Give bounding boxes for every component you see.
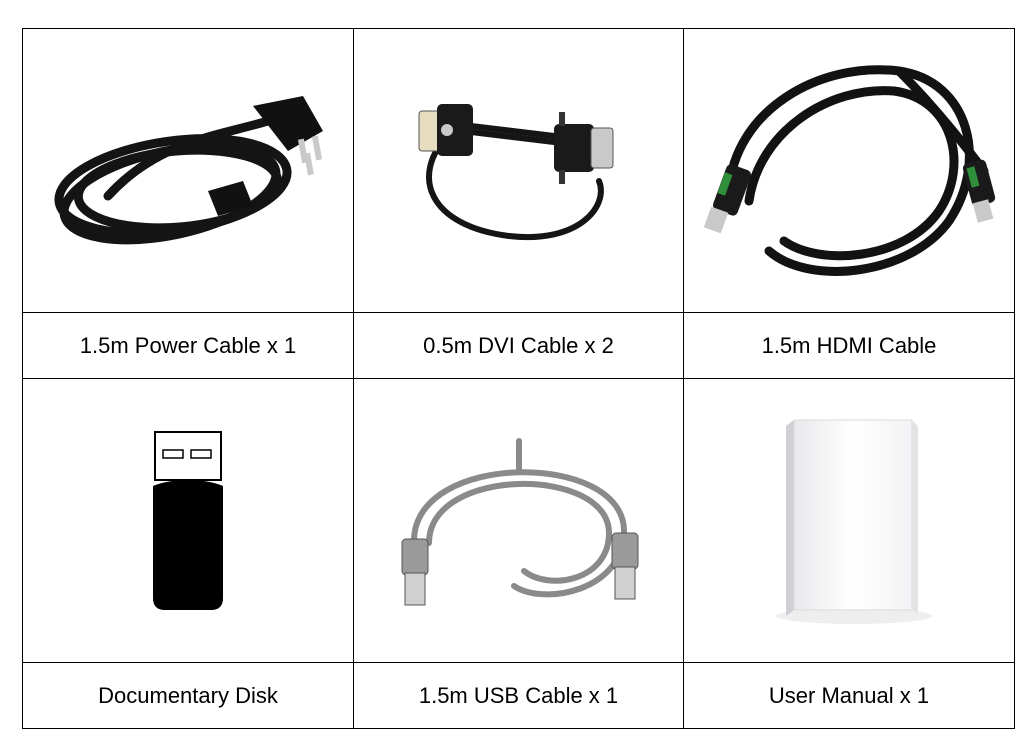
dvi-cable-cell	[353, 28, 684, 313]
power-cable-cell	[22, 28, 354, 313]
caption-row-1: 1.5m Power Cable x 1 0.5m DVI Cable x 2 …	[22, 312, 1015, 379]
hdmi-cable-cell	[683, 28, 1015, 313]
dvi-cable-caption: 0.5m DVI Cable x 2	[353, 312, 684, 379]
usb-flash-drive-cell	[22, 378, 354, 663]
user-manual-caption: User Manual x 1	[683, 662, 1015, 729]
usb-cable-caption: 1.5m USB Cable x 1	[353, 662, 684, 729]
usb-cable-icon	[401, 437, 638, 605]
caption-row-2: Documentary Disk 1.5m USB Cable x 1 User…	[22, 662, 1015, 729]
user-manual-cell	[683, 378, 1015, 663]
dvi-cable-icon	[418, 103, 613, 240]
power-cable-caption: 1.5m Power Cable x 1	[22, 312, 354, 379]
hdmi-cable-icon	[703, 64, 996, 276]
image-row-1	[22, 28, 1015, 313]
power-cable-icon	[54, 95, 323, 244]
usb-flash-drive-icon	[153, 430, 223, 610]
hdmi-cable-caption: 1.5m HDMI Cable	[683, 312, 1015, 379]
usb-flash-drive-caption: Documentary Disk	[22, 662, 354, 729]
image-row-2	[22, 378, 1015, 663]
accessory-table: 1.5m Power Cable x 1 0.5m DVI Cable x 2 …	[22, 28, 1015, 729]
usb-cable-cell	[353, 378, 684, 663]
user-manual-book-icon	[776, 419, 932, 624]
